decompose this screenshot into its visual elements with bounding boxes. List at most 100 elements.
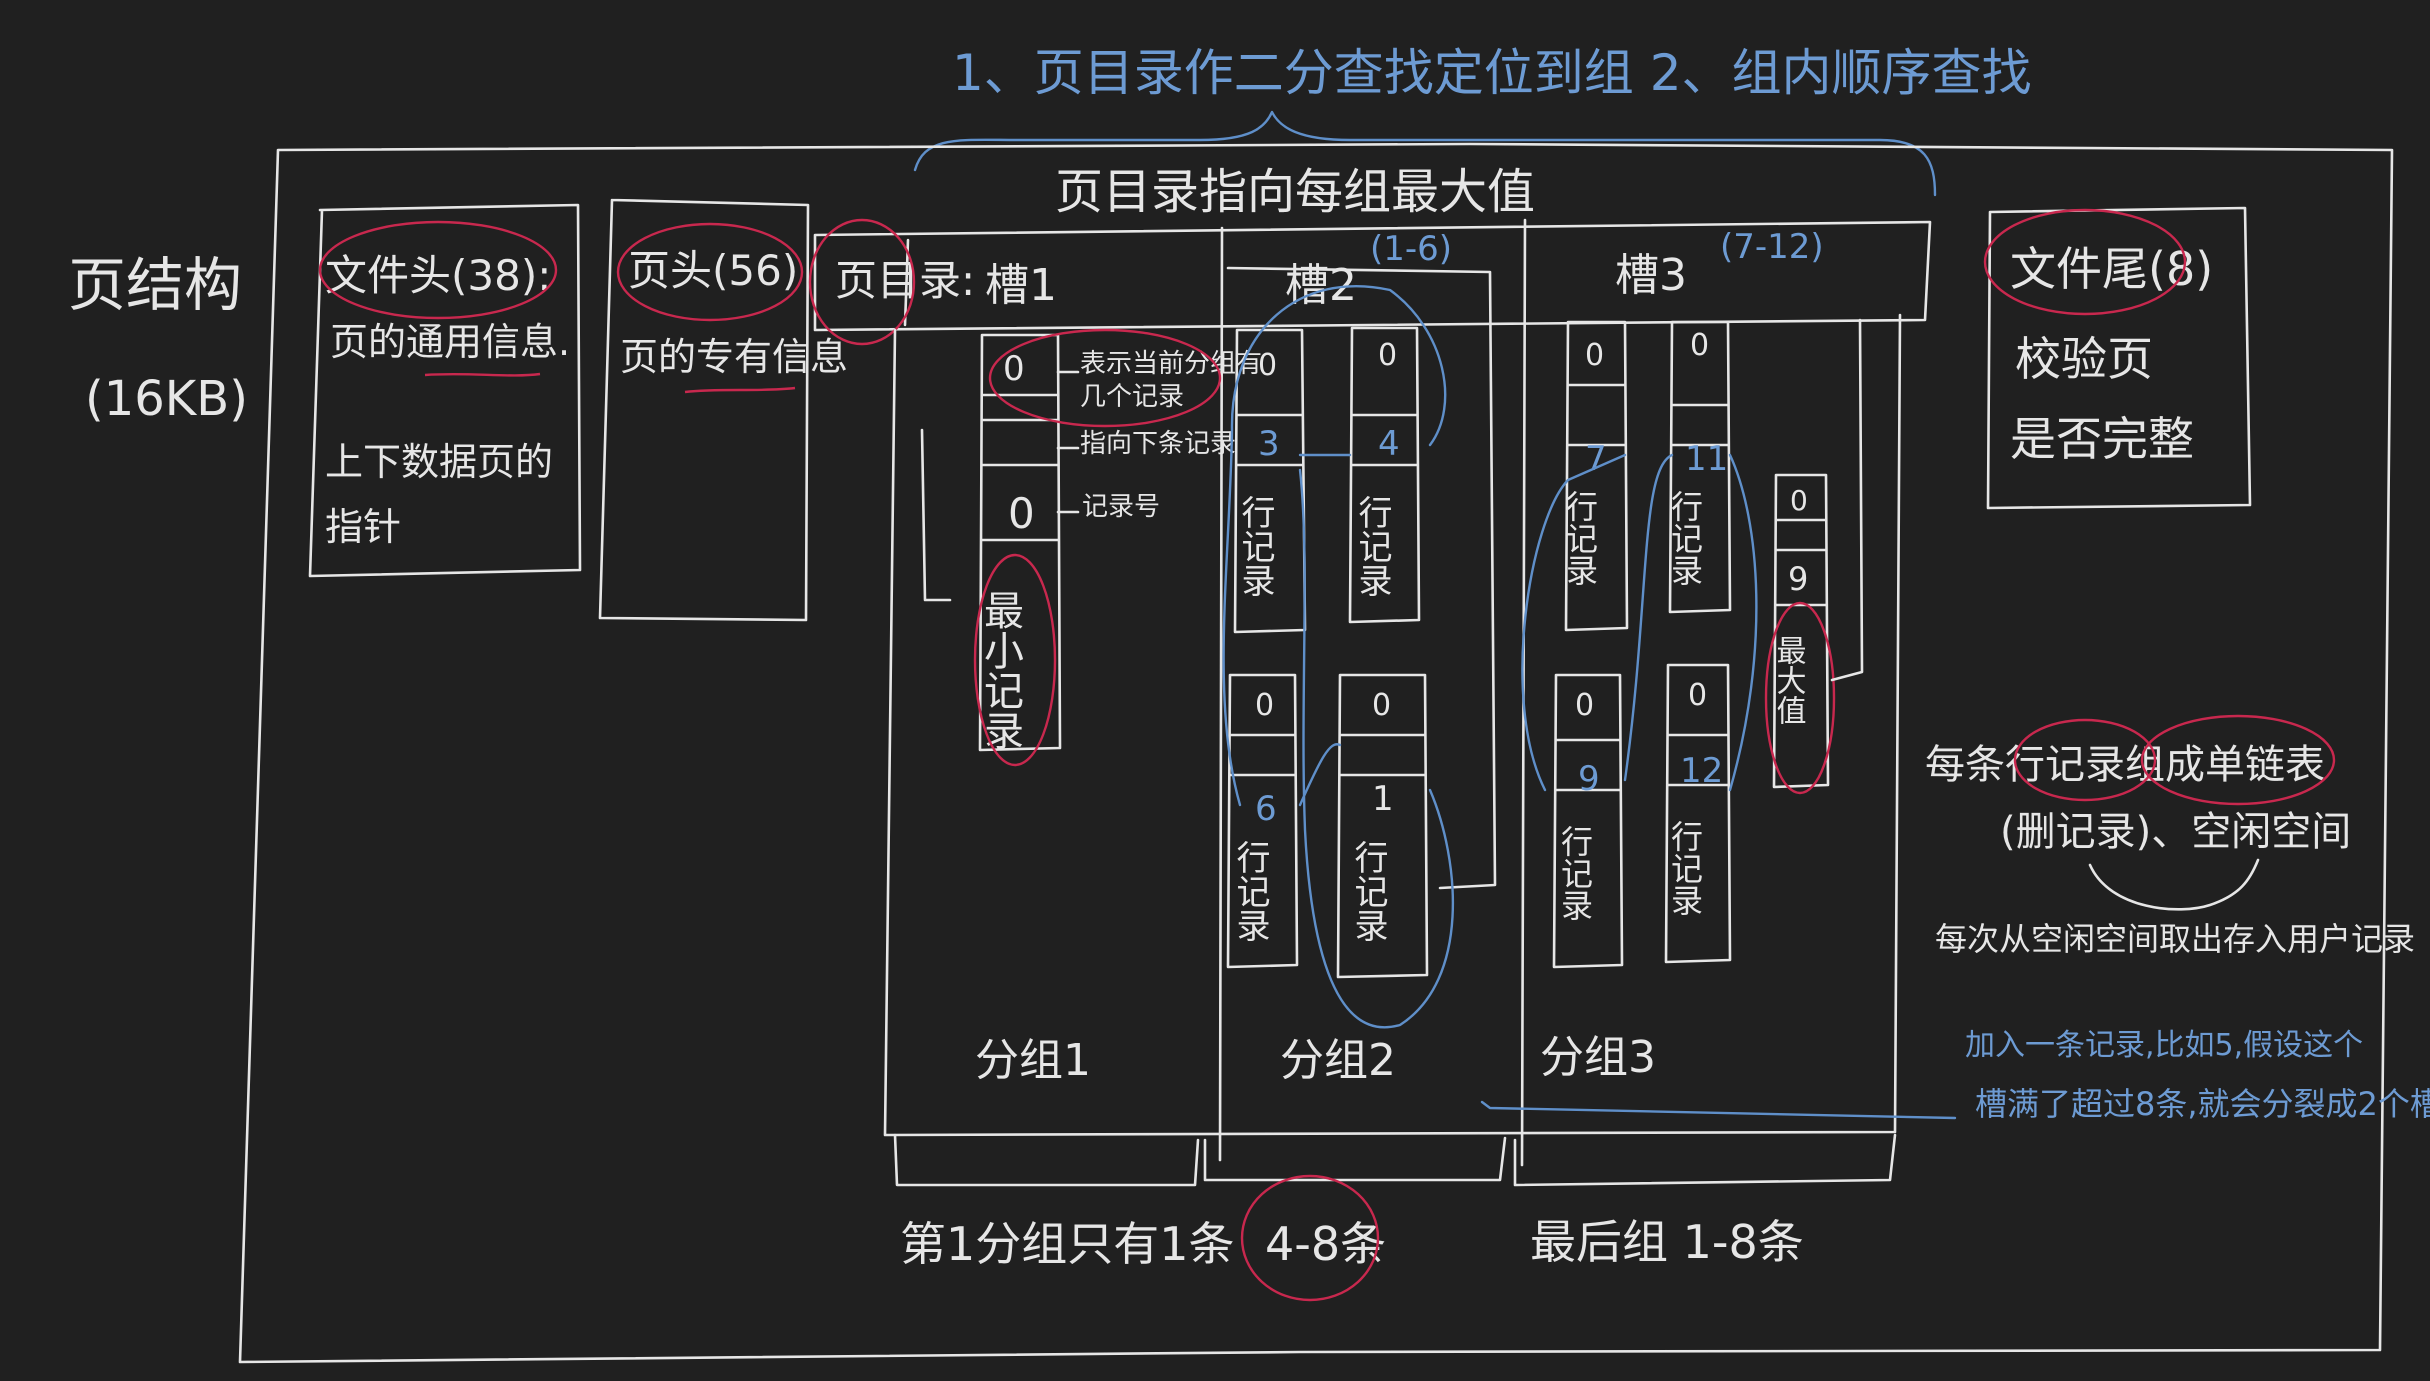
group2-cell-4-num: 1 [1372, 779, 1394, 819]
group1-note: 第1分组只有1条 [900, 1217, 1235, 1271]
group1-column-lines [980, 393, 1060, 542]
group2-cell-3-top: 0 [1255, 688, 1274, 723]
deleted-free-note: (删记录)、空闲空间 [2000, 809, 2351, 855]
split-note-line2: 槽满了超过8条,就会分裂成2个槽 [1975, 1085, 2430, 1123]
group1-header-highlight [988, 328, 1222, 428]
group2-note-highlight [1240, 1174, 1380, 1302]
group1-min-record-highlight [973, 553, 1057, 767]
group3-cell-1 [1564, 320, 1629, 632]
split-note-arrow [1480, 1100, 1957, 1120]
group2-label: 分组2 [1280, 1035, 1396, 1086]
group2-cell-3 [1226, 673, 1299, 969]
group2-cell-4 [1336, 673, 1429, 979]
slot3-range: (7-12) [1720, 227, 1824, 267]
page-structure-label: 页结构 [68, 251, 242, 319]
group3-link-chain [1521, 453, 1758, 792]
page-header-line1: 页的专有信息 [620, 335, 848, 379]
group3-max-top: 0 [1790, 484, 1808, 517]
group3-note: 最后组 1-8条 [1530, 1215, 1804, 1269]
deleted-free-arrow [2088, 858, 2260, 911]
slot1-label: 槽1 [985, 260, 1057, 311]
linked-list-note: 每条行记录组成单链表 [1925, 742, 2325, 788]
page-directory-label: 页目录: [835, 256, 975, 305]
group2-cell-2 [1348, 326, 1421, 624]
group3-cell-2-label: 行记录 [1666, 490, 1704, 586]
file-trailer-line1: 校验页 [2015, 332, 2153, 386]
page-size-label: (16KB) [85, 371, 248, 427]
file-trailer-line2: 是否完整 [2010, 412, 2194, 466]
file-header-box [308, 203, 582, 578]
file-header-underline [424, 372, 541, 377]
page-header-box [598, 198, 810, 622]
page-directory-band [813, 220, 1932, 332]
group1-next-note: 指向下条记录 [1080, 429, 1236, 459]
page-header-underline [684, 386, 796, 394]
group2-cell-1-label: 行记录 [1235, 495, 1275, 597]
file-header-line1: 页的通用信息. [330, 320, 570, 364]
group3-cell-2 [1668, 320, 1732, 614]
group2-note: 4-8条 [1265, 1217, 1386, 1271]
group3-cell-1-num: 7 [1585, 439, 1607, 479]
group2-cell-4-label: 行记录 [1348, 840, 1388, 942]
title-note: 1、页目录作二分查找定位到组 2、组内顺序查找 [952, 44, 2032, 102]
group3-cell-3 [1552, 673, 1624, 969]
slot2-bracket [1226, 266, 1497, 890]
group1-column [978, 333, 1062, 752]
group2-cell-2-top: 0 [1378, 338, 1397, 373]
group2-cell-4-top: 0 [1372, 688, 1391, 723]
group2-cell-2-label: 行记录 [1352, 495, 1392, 597]
group3-label: 分组3 [1540, 1032, 1656, 1083]
group3-max-num: 9 [1788, 560, 1808, 598]
group1-header-note-1: 表示当前分组有 [1080, 349, 1262, 379]
group1-note-arrows [1056, 370, 1080, 514]
groups-frame [883, 313, 1902, 1137]
free-space-note: 每次从空闲空间取出存入用户记录 [1935, 920, 2415, 958]
split-note-line1: 加入一条记录,比如5,假设这个 [1965, 1028, 2363, 1063]
group1-number-note: 记录号 [1082, 492, 1160, 522]
file-trailer-highlight [1983, 208, 2187, 316]
page-directory-highlight [808, 218, 916, 346]
group3-cell-4-num: 12 [1680, 751, 1723, 791]
group2-link-chain [1222, 284, 1455, 1029]
group2-cell-1-num: 3 [1258, 424, 1280, 464]
file-trailer-box [1986, 206, 2252, 510]
group1-header-note-2: 几个记录 [1080, 382, 1184, 412]
group-braces [893, 1133, 1897, 1187]
group3-cell-3-label: 行记录 [1556, 825, 1594, 921]
group3-max-highlight [1764, 601, 1836, 795]
group3-cell-1-label: 行记录 [1561, 490, 1599, 586]
group3-cell-2-num: 11 [1685, 439, 1728, 479]
file-header-label: 文件头(38): [325, 251, 551, 300]
group2-cell-1-top: 0 [1258, 348, 1277, 383]
group3-cell-4-top: 0 [1688, 678, 1707, 713]
group3-max-label: 最大值 [1771, 635, 1807, 725]
group3-cell-2-top: 0 [1690, 328, 1709, 363]
group2-cell-3-num: 6 [1255, 789, 1277, 829]
group1-min-record: 最小记录 [977, 590, 1023, 750]
page-frame [238, 142, 2394, 1364]
group3-cell-1-top: 0 [1585, 338, 1604, 373]
group3-cell-4-label: 行记录 [1666, 820, 1704, 916]
group1-label: 分组1 [975, 1035, 1091, 1086]
slot2-range: (1-6) [1370, 229, 1452, 269]
title-brace [913, 110, 1937, 197]
slot3-pointer [1830, 318, 1864, 682]
file-trailer-label: 文件尾(8) [2010, 242, 2213, 296]
group2-cell-3-label: 行记录 [1230, 840, 1270, 942]
page-directory-caption: 页目录指向每组最大值 [1055, 164, 1535, 220]
group1-pointer [920, 428, 952, 602]
linked-list-highlight-2 [2140, 714, 2336, 806]
file-header-highlight [318, 220, 558, 320]
file-header-line2: 上下数据页的 [325, 440, 553, 484]
group3-cell-3-top: 0 [1575, 688, 1594, 723]
group3-cell-4 [1664, 663, 1732, 964]
group3-max-cell [1772, 473, 1830, 789]
group3-cell-3-num: 9 [1578, 759, 1600, 799]
group1-number: 0 [1008, 489, 1035, 538]
slot-divider-1 [1218, 226, 1224, 1162]
page-header-highlight [616, 222, 804, 322]
file-header-line3: 指针 [325, 505, 401, 549]
page-header-label: 页头(56) [628, 246, 798, 295]
slot3-label: 槽3 [1615, 250, 1687, 301]
